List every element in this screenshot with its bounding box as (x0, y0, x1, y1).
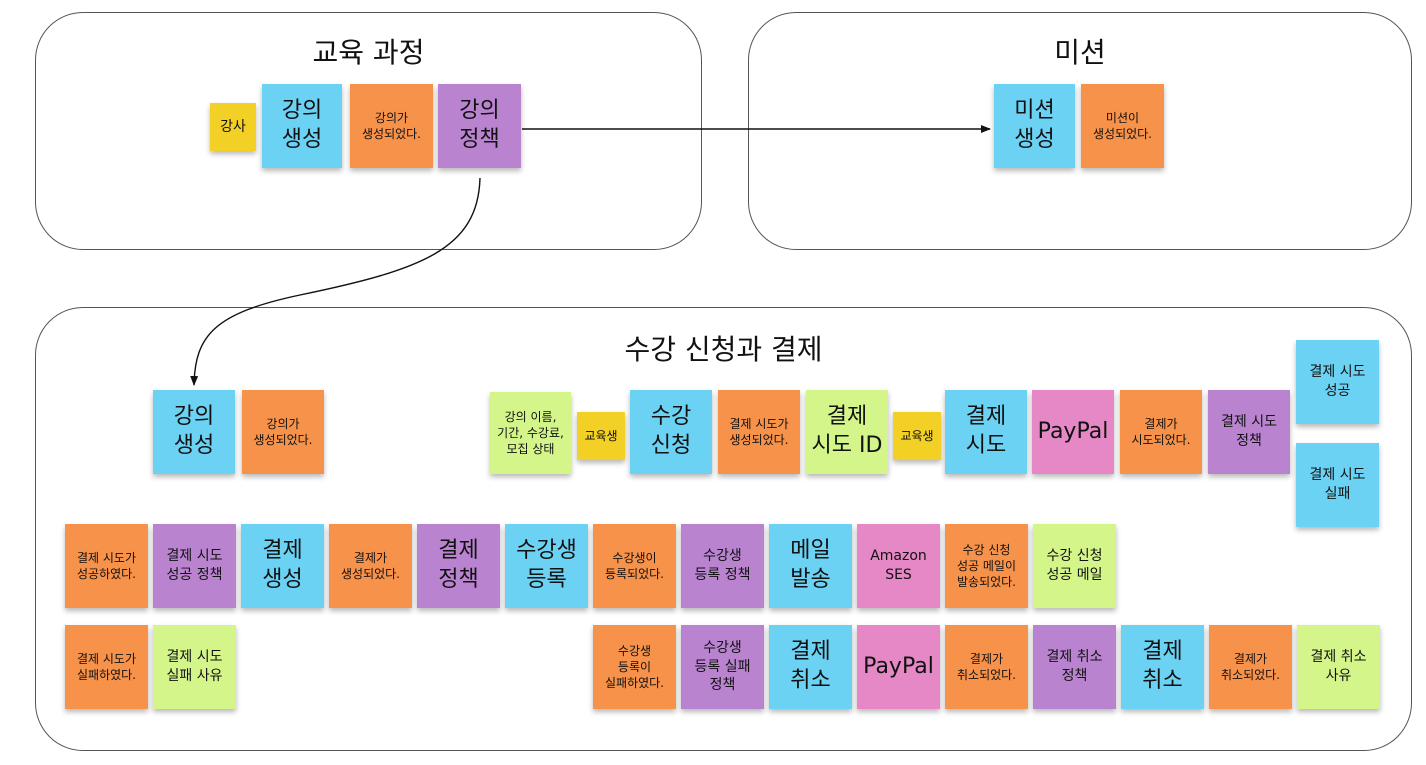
sticky-readmodel-lecture-info: 강의 이름, 기간, 수강료, 모집 상태 (490, 392, 571, 474)
sticky-event-mail-sent: 수강 신청 성공 메일이 발송되었다. (945, 524, 1028, 608)
sticky-command-create-lecture: 강의 생성 (262, 84, 342, 168)
sticky-policy-register-fail: 수강생 등록 실패 정책 (681, 625, 764, 709)
sticky-readmodel-attempt-success: 결제 시도 성공 (1296, 340, 1379, 424)
education-course-title: 교육 과정 (312, 36, 425, 69)
sticky-event-mission-created: 미션이 생성되었다. (1081, 84, 1164, 168)
sticky-command-cancel-payment-1: 결제 취소 (769, 625, 852, 709)
enrollment-payment-title: 수강 신청과 결제 (624, 333, 823, 366)
sticky-event-attempt-failed: 결제 시도가 실패하였다. (65, 625, 148, 709)
sticky-actor-instructor: 강사 (210, 103, 256, 151)
sticky-command-create-lecture-2: 강의 생성 (153, 390, 235, 474)
sticky-event-payment-cancelled-1: 결제가 취소되었다. (945, 625, 1028, 709)
sticky-external-paypal-1: PayPal (1032, 390, 1114, 474)
sticky-event-payment-created: 결제가 생성되었다. (329, 524, 412, 608)
sticky-command-cancel-payment-2: 결제 취소 (1121, 625, 1204, 709)
sticky-event-lecture-created: 강의가 생성되었다. (350, 84, 433, 168)
sticky-command-create-mission: 미션 생성 (994, 84, 1075, 168)
sticky-event-attempt-created: 결제 시도가 생성되었다. (718, 390, 800, 474)
sticky-command-attempt-payment: 결제 시도 (945, 390, 1027, 474)
sticky-actor-student-1: 교육생 (577, 412, 625, 460)
sticky-event-register-failed: 수강생 등록이 실패하였다. (593, 625, 676, 709)
sticky-event-payment-attempted: 결제가 시도되었다. (1120, 390, 1202, 474)
sticky-readmodel-attempt-id: 결제 시도 ID (806, 390, 888, 474)
sticky-policy-payment-cancel: 결제 취소 정책 (1033, 625, 1116, 709)
sticky-readmodel-fail-reason: 결제 시도 실패 사유 (153, 625, 236, 709)
sticky-policy-student-register: 수강생 등록 정책 (681, 524, 764, 608)
sticky-command-send-mail: 메일 발송 (769, 524, 852, 608)
sticky-policy-payment-attempt: 결제 시도 정책 (1208, 390, 1290, 474)
sticky-readmodel-cancel-reason: 결제 취소 사유 (1297, 625, 1380, 709)
sticky-policy-lecture: 강의 정책 (438, 84, 521, 168)
sticky-external-paypal-2: PayPal (857, 625, 940, 709)
mission-frame: 미션 (748, 12, 1412, 250)
sticky-command-apply: 수강 신청 (630, 390, 712, 474)
sticky-actor-student-2: 교육생 (893, 412, 941, 460)
sticky-policy-attempt-success: 결제 시도 성공 정책 (153, 524, 236, 608)
sticky-event-payment-cancelled-2: 결제가 취소되었다. (1209, 625, 1292, 709)
sticky-external-amazon-ses: Amazon SES (857, 524, 940, 608)
sticky-event-student-registered: 수강생이 등록되었다. (593, 524, 676, 608)
sticky-event-attempt-succeeded: 결제 시도가 성공하였다. (65, 524, 148, 608)
sticky-command-create-payment: 결제 생성 (241, 524, 324, 608)
sticky-readmodel-attempt-fail: 결제 시도 실패 (1296, 443, 1379, 527)
sticky-policy-payment: 결제 정책 (417, 524, 500, 608)
sticky-event-lecture-created-2: 강의가 생성되었다. (242, 390, 324, 474)
sticky-readmodel-success-mail: 수강 신청 성공 메일 (1033, 524, 1116, 608)
mission-title: 미션 (1054, 36, 1106, 69)
sticky-command-register-student: 수강생 등록 (505, 524, 588, 608)
